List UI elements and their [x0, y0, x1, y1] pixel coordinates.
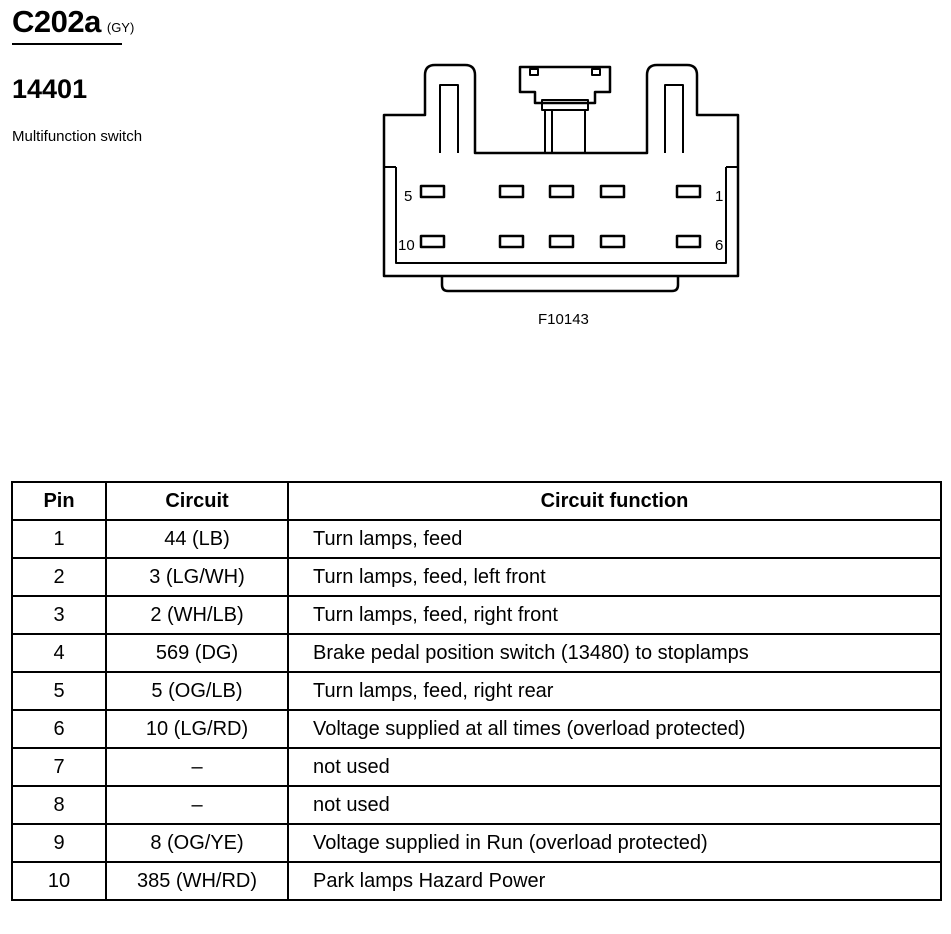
pin-cavity-6 [675, 234, 702, 249]
connector-face-diagram: 5 1 10 6 [382, 63, 740, 293]
cell-pin: 6 [11, 709, 107, 749]
header-circuit: Circuit [105, 481, 289, 521]
cell-function: Turn lamps, feed [287, 519, 942, 559]
cell-pin: 2 [11, 557, 107, 597]
connector-keyway [440, 276, 680, 293]
cell-circuit: 3 (LG/WH) [105, 557, 289, 597]
connector-id: C202a [12, 4, 101, 39]
connector-color: (GY) [106, 20, 135, 35]
connector-latch [518, 65, 612, 105]
cell-circuit: 8 (OG/YE) [105, 823, 289, 863]
cell-function: Voltage supplied in Run (overload protec… [287, 823, 942, 863]
pin-cavity-7 [599, 234, 626, 249]
pin-label-6: 6 [715, 237, 723, 254]
cell-function: not used [287, 785, 942, 825]
cell-circuit: 10 (LG/RD) [105, 709, 289, 749]
cell-pin: 8 [11, 785, 107, 825]
cell-function: Voltage supplied at all times (overload … [287, 709, 942, 749]
pin-label-5: 5 [404, 188, 412, 205]
pin-cavities [419, 184, 702, 249]
cell-circuit: 5 (OG/LB) [105, 671, 289, 711]
pin-cavity-2 [599, 184, 626, 199]
cell-function: Turn lamps, feed, left front [287, 557, 942, 597]
table-header-row: Pin Circuit Circuit function [11, 481, 942, 521]
cell-circuit: 44 (LB) [105, 519, 289, 559]
cell-pin: 3 [11, 595, 107, 635]
cell-function: Park lamps Hazard Power [287, 861, 942, 901]
cell-pin: 10 [11, 861, 107, 901]
cell-circuit: 385 (WH/RD) [105, 861, 289, 901]
pin-cavity-1 [675, 184, 702, 199]
table-row: 8–not used [11, 785, 942, 825]
pin-cavity-3 [548, 184, 575, 199]
pin-label-10: 10 [398, 237, 415, 254]
figure-id: F10143 [538, 311, 589, 328]
cell-function: Brake pedal position switch (13480) to s… [287, 633, 942, 673]
pin-cavity-8 [548, 234, 575, 249]
table-row: 7–not used [11, 747, 942, 787]
cell-pin: 9 [11, 823, 107, 863]
header-function: Circuit function [287, 481, 942, 521]
cell-function: Turn lamps, feed, right rear [287, 671, 942, 711]
cell-function: Turn lamps, feed, right front [287, 595, 942, 635]
pin-cavity-4 [498, 184, 525, 199]
connector-housing [382, 63, 740, 278]
title-block: C202a (GY) [12, 4, 134, 40]
header-pin: Pin [11, 481, 107, 521]
part-description: Multifunction switch [12, 128, 143, 145]
cell-pin: 5 [11, 671, 107, 711]
cell-pin: 7 [11, 747, 107, 787]
cell-circuit: 569 (DG) [105, 633, 289, 673]
cell-circuit: 2 (WH/LB) [105, 595, 289, 635]
cell-circuit: – [105, 747, 289, 787]
pin-cavity-5 [419, 184, 446, 199]
connector-inner-wall [395, 167, 727, 264]
cell-circuit: – [105, 785, 289, 825]
title-underline [12, 43, 122, 45]
part-number: 14401 [12, 74, 88, 104]
cell-pin: 1 [11, 519, 107, 559]
cell-pin: 4 [11, 633, 107, 673]
pin-label-1: 1 [715, 188, 723, 205]
pin-cavity-10 [419, 234, 446, 249]
cell-function: not used [287, 747, 942, 787]
pin-cavity-9 [498, 234, 525, 249]
